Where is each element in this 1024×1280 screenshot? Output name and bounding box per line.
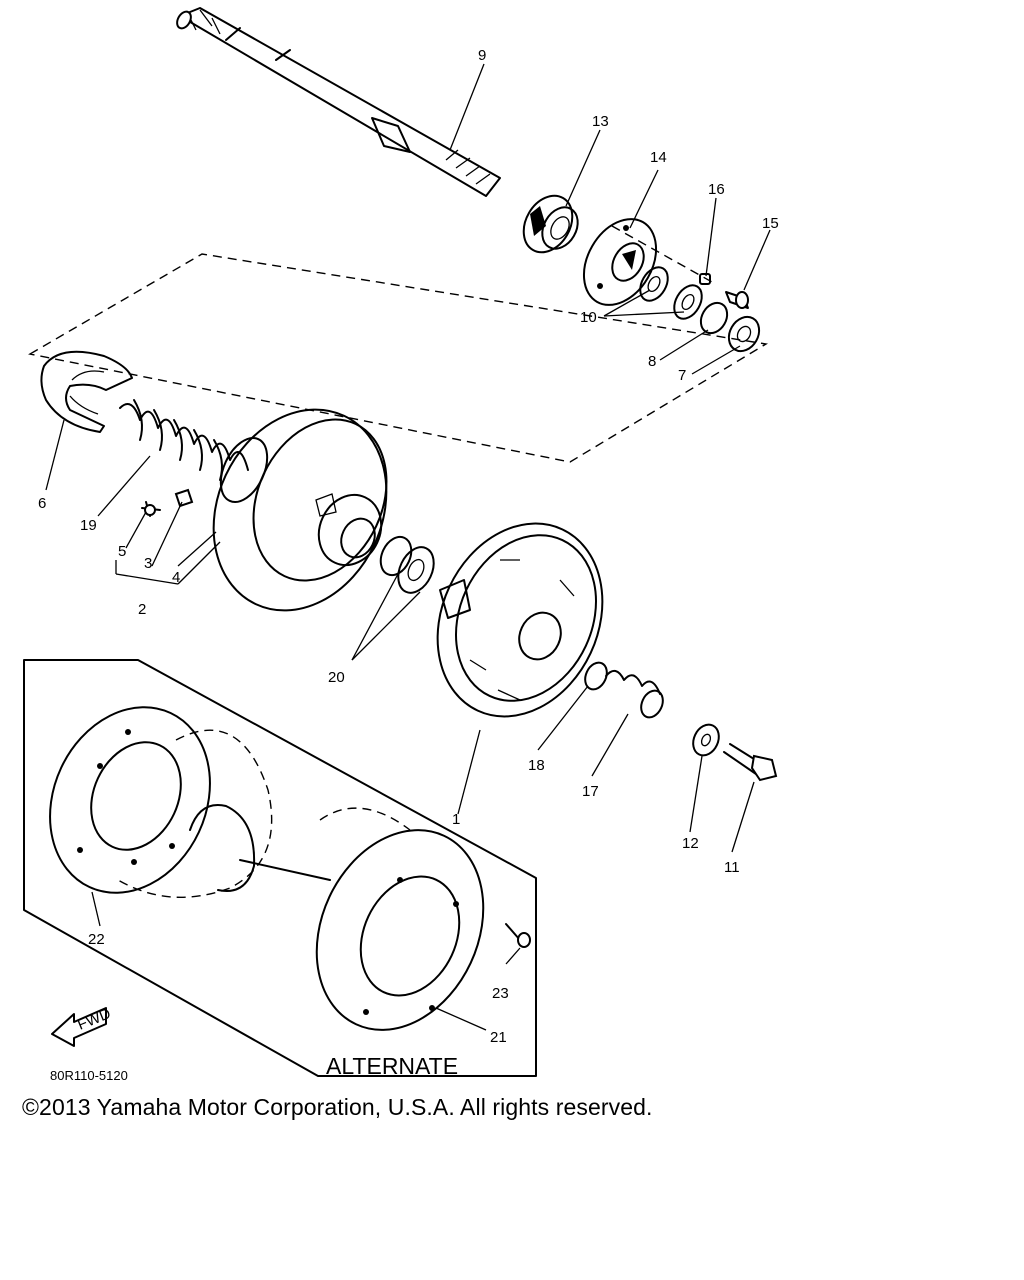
callout-20: 20	[328, 669, 345, 686]
callout-19: 19	[80, 517, 97, 534]
callout-2: 2	[138, 601, 146, 618]
alternate-parts	[49, 706, 531, 1031]
callout-7: 7	[678, 367, 686, 384]
cam-slider-part	[40, 350, 133, 433]
callout-10: 10	[580, 309, 597, 326]
callout-22: 22	[88, 931, 105, 948]
drawing-code: 80R110-5120	[50, 1068, 128, 1083]
movable-sheave-part	[436, 522, 604, 718]
alternate-label: ALTERNATE	[326, 1053, 458, 1079]
exploded-parts-diagram: FWD 9 13 14 16 15 10 8 7 6 1	[23, 7, 779, 1083]
callout-3: 3	[144, 555, 152, 572]
small-parts-group	[141, 488, 194, 517]
washers-group	[639, 266, 761, 353]
fwd-arrow-icon: FWD	[51, 1005, 113, 1047]
callout-11: 11	[724, 859, 740, 876]
callout-21: 21	[490, 1029, 507, 1046]
callout-17: 17	[582, 783, 599, 800]
leader-lines	[45, 63, 771, 1031]
callout-14: 14	[650, 149, 667, 166]
callout-23: 23	[492, 985, 509, 1002]
retainer-plate-part	[582, 218, 658, 306]
callout-9: 9	[478, 47, 486, 64]
callout-13: 13	[592, 113, 609, 130]
callout-8: 8	[648, 353, 656, 370]
roller-bolt-group	[584, 661, 778, 782]
shaft-part	[176, 7, 501, 197]
spacers-group	[379, 535, 435, 594]
bearing-part	[522, 194, 579, 254]
callout-4: 4	[172, 569, 180, 586]
alternate-box-outline	[23, 659, 537, 1077]
fixed-sheave-part	[212, 408, 388, 612]
callout-12: 12	[682, 835, 699, 852]
callout-15: 15	[762, 215, 779, 232]
callout-1: 1	[452, 811, 460, 828]
callout-5: 5	[118, 543, 126, 560]
callout-6: 6	[38, 495, 46, 512]
callout-18: 18	[528, 757, 545, 774]
upper-group-outline	[28, 253, 769, 463]
copyright-notice: ©2013 Yamaha Motor Corporation, U.S.A. A…	[22, 1094, 653, 1120]
callout-16: 16	[708, 181, 725, 198]
